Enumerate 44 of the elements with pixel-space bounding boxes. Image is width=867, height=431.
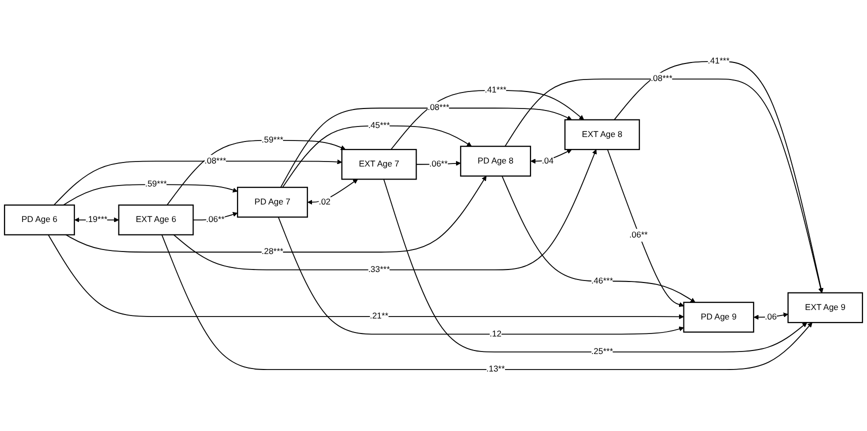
node-box: EXT Age 9	[787, 292, 864, 324]
edge-label: .45***	[368, 120, 390, 130]
edge-label: .04	[542, 156, 554, 166]
edge-label: .33***	[368, 264, 390, 274]
arrow	[502, 176, 696, 303]
node-box: PD Age 7	[236, 186, 308, 218]
edge-label: .28***	[262, 246, 284, 257]
node-box: EXT Age 6	[118, 204, 194, 236]
node-box: EXT Age 7	[341, 148, 417, 180]
arrow	[307, 179, 358, 205]
arrow	[282, 125, 472, 188]
edge-label: .59***	[145, 179, 167, 189]
edge-label: .08***	[428, 102, 450, 112]
edge-label: .13**	[486, 364, 505, 374]
arrow	[390, 90, 584, 150]
edge-label: .41***	[484, 85, 506, 95]
arrow	[63, 184, 238, 206]
arrow	[48, 234, 684, 320]
arrow	[607, 149, 684, 307]
node-box: PD Age 6	[4, 204, 75, 236]
edge-label: .12	[490, 328, 502, 339]
edge-label: .02	[318, 196, 331, 207]
edge-label: .19***	[86, 214, 108, 224]
edge-label: .06**	[629, 230, 648, 240]
edge-label: .08***	[650, 74, 672, 84]
edge-label: .21**	[370, 311, 388, 321]
node-box: EXT Age 8	[564, 119, 640, 150]
edge-label: .06**	[206, 214, 225, 224]
arrow	[278, 216, 684, 335]
arrow	[504, 78, 824, 294]
edge-label: .08***	[204, 156, 226, 166]
arrow	[53, 159, 342, 206]
edge-label: .06	[764, 312, 777, 322]
arrow	[383, 178, 808, 352]
edge-label: .41***	[708, 56, 730, 66]
arrow	[65, 176, 486, 253]
node-box: PD Age 9	[683, 302, 754, 333]
arrow	[161, 234, 812, 370]
edge-label: .06**	[429, 159, 448, 169]
edge-label: .46***	[591, 276, 614, 286]
arrow	[166, 140, 346, 206]
node-box: PD Age 8	[460, 146, 532, 177]
edge-label: .25***	[591, 346, 614, 356]
edge-label: .59***	[262, 135, 284, 145]
